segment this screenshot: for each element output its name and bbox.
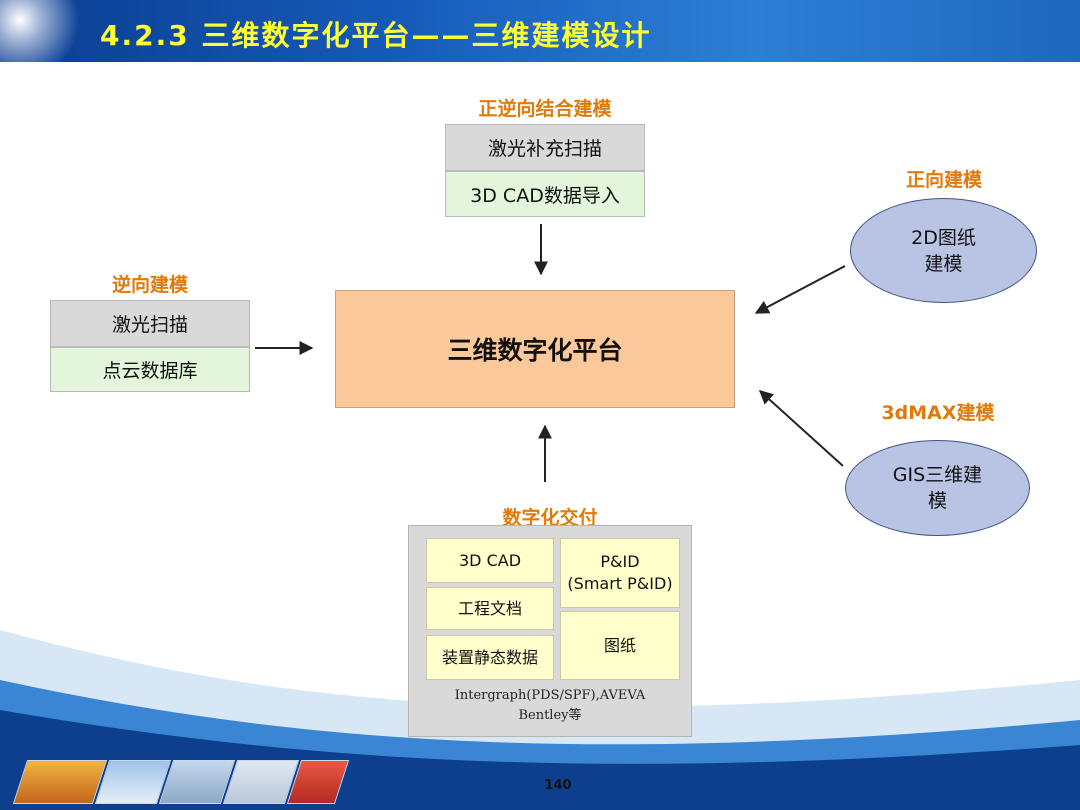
cad-import-box: 3D CAD数据导入 [445,171,645,217]
delivery-eng-docs-cell: 工程文档 [426,587,554,630]
delivery-static-data-cell: 装置静态数据 [426,635,554,680]
delivery-pid-line2: (Smart P&ID) [567,574,673,593]
laser-scan-box: 激光扫描 [50,300,250,347]
gis-modeling-ellipse: GIS三维建 模 [845,440,1030,536]
arrow-forward-to-platform [754,265,846,314]
header-band [0,0,1080,62]
page-title: 4.2.3 三维数字化平台——三维建模设计 [100,19,652,52]
delivery-pid-line1: P&ID [600,552,640,571]
max3d-modeling-title: 3dMAX建模 [881,402,995,424]
vendor-note-line1: Intergraph(PDS/SPF),AVEVA [454,688,646,703]
arrow-3dmax-to-platform [758,390,844,467]
forward-ellipse-line2: 建模 [924,252,963,275]
forward-modeling-title: 正向建模 [905,169,982,191]
delivery-3dcad-cell: 3D CAD [426,538,554,583]
laser-supplement-scan-box: 激光补充扫描 [445,124,645,171]
delivery-pid-cell: P&ID (Smart P&ID) [560,538,680,608]
page-number: 140 [544,778,572,793]
forward-reverse-title: 正逆向结合建模 [478,98,612,120]
digital-delivery-title: 数字化交付 [502,507,598,529]
gis-ellipse-line1: GIS三维建 [892,464,983,486]
delivery-drawings-cell: 图纸 [560,611,680,680]
gis-ellipse-line2: 模 [927,490,947,512]
forward-modeling-ellipse: 2D图纸 建模 [850,198,1037,303]
reverse-modeling-title: 逆向建模 [111,274,188,296]
vendor-note-line2: Bentley等 [518,708,582,723]
platform-box: 三维数字化平台 [335,290,735,408]
forward-ellipse-line1: 2D图纸 [911,226,976,249]
point-cloud-db-box: 点云数据库 [50,347,250,392]
vendor-note: Intergraph(PDS/SPF),AVEVA Bentley等 [408,686,692,726]
